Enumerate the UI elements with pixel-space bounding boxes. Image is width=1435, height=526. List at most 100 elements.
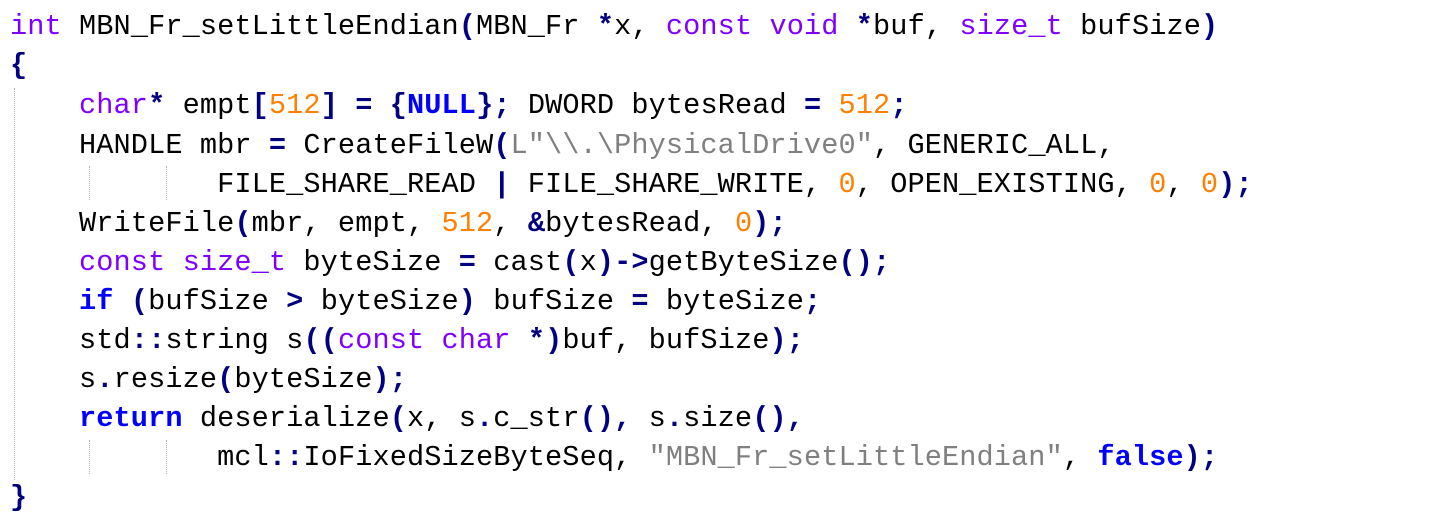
code-token: string s — [165, 324, 304, 357]
code-token: byteSize — [303, 285, 459, 318]
code-token: void — [769, 10, 839, 43]
code-token: ( — [130, 285, 149, 318]
code-token: size_t — [959, 10, 1063, 43]
code-token: byteSize — [234, 363, 373, 396]
code-token: (), — [752, 402, 804, 435]
code-token: }; — [476, 89, 511, 122]
indent-guide-continuation — [166, 166, 167, 200]
code-token: :: — [268, 441, 304, 474]
code-line: return deserialize(x, s.c_str(), s.size(… — [79, 399, 804, 438]
code-token: (); — [838, 246, 891, 279]
indent-guide-continuation — [166, 440, 167, 474]
code-token: std — [79, 324, 131, 357]
code-token: const — [665, 10, 753, 43]
code-token: return — [79, 402, 183, 435]
code-token: ; — [890, 89, 908, 122]
code-token: char — [79, 89, 149, 122]
indent-guide-continuation — [89, 166, 90, 200]
code-token: ); — [1218, 168, 1253, 201]
code-token: ); — [1183, 441, 1219, 474]
code-token: const — [337, 324, 425, 357]
code-line: if (bufSize > byteSize) bufSize = byteSi… — [79, 282, 821, 321]
code-token — [338, 89, 355, 122]
code-token: MBN_Fr_setLittleEndian — [61, 10, 459, 43]
code-token: size_t — [182, 246, 287, 279]
code-token — [424, 324, 441, 357]
code-token: deserialize — [182, 402, 390, 435]
code-token: const — [79, 246, 166, 279]
code-token: = — [804, 89, 822, 122]
code-token: ] — [320, 89, 338, 122]
code-token: ( — [493, 129, 511, 162]
code-token: { — [10, 49, 28, 82]
code-token: ( — [562, 246, 580, 279]
code-token — [165, 246, 182, 279]
code-token: . — [476, 402, 494, 435]
code-token: x, s — [406, 402, 477, 435]
code-token: MBN_Fr — [476, 10, 597, 43]
code-token: , GENERIC_ALL, — [872, 129, 1115, 162]
code-line: int MBN_Fr_setLittleEndian(MBN_Fr *x, co… — [10, 7, 1218, 46]
code-token: * — [596, 10, 615, 43]
code-token: :: — [130, 324, 166, 357]
code-token: cast — [476, 246, 563, 279]
code-token: , — [631, 10, 666, 43]
code-token: } — [10, 481, 28, 514]
code-token: mbr, empt, — [251, 207, 442, 240]
code-token: ); — [752, 207, 787, 240]
code-token — [839, 10, 856, 43]
code-line: const size_t byteSize = cast(x)->getByte… — [79, 243, 890, 282]
code-token: byteSize — [648, 285, 804, 318]
code-token: s — [79, 363, 97, 396]
code-token: size — [683, 402, 753, 435]
code-token: , OPEN_EXISTING, — [855, 168, 1150, 201]
code-token: if — [79, 285, 114, 318]
code-token: DWORD bytesRead — [510, 89, 804, 122]
code-token: x — [614, 10, 632, 43]
code-token: 512 — [268, 89, 321, 122]
code-token: IoFixedSizeByteSeq, — [303, 441, 649, 474]
code-token: 512 — [441, 207, 494, 240]
code-token: ( — [217, 363, 235, 396]
code-token: ; — [804, 285, 822, 318]
code-token: FILE_SHARE_READ — [217, 168, 494, 201]
code-token: CreateFileW — [286, 129, 494, 162]
code-token: ) — [458, 285, 477, 318]
code-token: NULL — [407, 89, 477, 122]
code-token: , — [1166, 168, 1201, 201]
code-token: s — [631, 402, 666, 435]
code-token: )-> — [596, 246, 649, 279]
code-token: empt — [165, 89, 252, 122]
code-token — [114, 285, 131, 318]
code-token: = — [268, 129, 287, 162]
code-token: 0 — [1200, 168, 1219, 201]
code-line: FILE_SHARE_READ | FILE_SHARE_WRITE, 0, O… — [217, 165, 1253, 204]
code-token: = — [355, 89, 373, 122]
code-token: & — [527, 207, 546, 240]
code-token: bufSize — [1062, 10, 1201, 43]
code-token: bufSize — [476, 285, 632, 318]
code-line: } — [10, 478, 27, 517]
code-token: false — [1097, 441, 1184, 474]
code-token: , — [1062, 441, 1098, 474]
code-token — [821, 89, 838, 122]
code-token: . — [665, 402, 684, 435]
code-token: getByteSize — [648, 246, 839, 279]
code-token: ( — [234, 207, 252, 240]
code-token: ); — [769, 324, 804, 357]
code-token: { — [389, 89, 408, 122]
code-token: *) — [527, 324, 563, 357]
code-line: std::string s((const char *)buf, bufSize… — [79, 321, 804, 360]
code-token: FILE_SHARE_WRITE, — [510, 168, 839, 201]
code-line: { — [10, 46, 27, 85]
code-token: = — [458, 246, 477, 279]
code-token: 512 — [838, 89, 891, 122]
code-token: 0 — [734, 207, 753, 240]
code-token: buf, — [873, 10, 960, 43]
code-token: resize — [113, 363, 218, 396]
code-token: bytesRead, — [545, 207, 735, 240]
code-token: bufSize — [148, 285, 287, 318]
indent-guide-continuation — [89, 440, 90, 474]
code-line: WriteFile(mbr, empt, 512, &bytesRead, 0)… — [79, 204, 787, 243]
